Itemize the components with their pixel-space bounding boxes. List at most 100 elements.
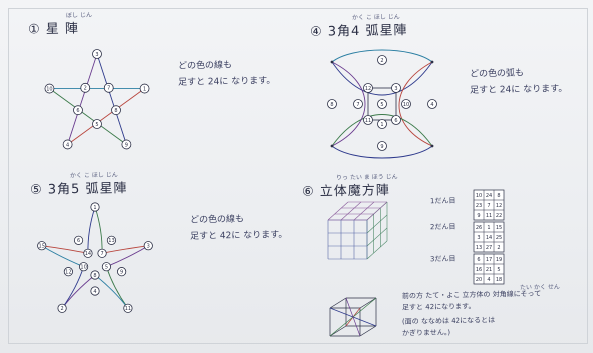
layer-2-cell-3-1: 13: [476, 245, 482, 251]
layer-2-label: 2だん目: [429, 222, 456, 232]
cube-top-d-3: [366, 201, 388, 221]
star-outer-node-4-label: 4: [66, 142, 69, 148]
arc-star-core-3: [90, 270, 100, 280]
section-1-heading: ① 星 陣: [28, 18, 79, 38]
cube-edge-2: [359, 297, 377, 309]
curved-corner-1: [330, 60, 334, 64]
curved-node-4-label: 7: [356, 102, 359, 108]
section-5-ruby: かく こ ほし じん: [69, 171, 118, 180]
cube-diagonal-4: [345, 297, 361, 337]
curved-node-1: [377, 55, 387, 65]
arc-star-tip-3: [123, 303, 133, 313]
star-inner-node-2-label: 8: [114, 108, 117, 114]
section-1-marker: ①: [27, 22, 41, 38]
layer-1-cell-1-1: 10: [476, 193, 482, 199]
curved-node-9-label: 9: [380, 144, 383, 150]
curved-corner-2: [430, 60, 434, 64]
layer-1-cell-3-2: 11: [486, 213, 492, 219]
curved-node-12-label: 1: [380, 122, 383, 128]
curved-node-2-label: 12: [365, 86, 371, 92]
arc-star-core-5-label: 14: [85, 251, 91, 257]
section-6-note-line-4: かぎりません。): [401, 328, 451, 338]
layer-1-label: 1だん目: [429, 196, 456, 206]
curved-node-10-label: 8: [330, 102, 333, 108]
star-outer-node-1: [92, 49, 102, 59]
star-inner-node-1-label: 7: [107, 86, 110, 92]
arc-star-mid-4-label: 12: [65, 269, 71, 275]
arc-star-tip-4-label: 2: [60, 306, 63, 312]
layer-2-cell-1-2: 1: [487, 225, 490, 231]
arc-star-core-2: [101, 262, 112, 272]
section-6-marker: ⑥: [301, 184, 315, 200]
layer-3-cell-3-2: 4: [487, 277, 490, 283]
curved-node-5-label: 5: [380, 102, 383, 108]
arc-star-tip-3-label: 11: [125, 306, 131, 312]
arc-star-core-4: [78, 262, 89, 272]
arc-star-core-5: [83, 248, 93, 258]
layer-3-cell-3-3: 18: [496, 277, 502, 283]
section-1-note-line-2: 足すと 24に なります。: [177, 76, 276, 88]
cube-top-d-0: [327, 201, 349, 221]
star-outer-node-2-label: 1: [143, 86, 146, 92]
section-5-heading: ⑤ 3角5 弧星陣: [30, 177, 128, 198]
curved-node-9: [377, 141, 387, 151]
curved-node-3: [391, 83, 401, 93]
cube-side-d-3: [366, 240, 388, 260]
curved-node-8: [391, 115, 401, 125]
curved-node-6-label: 10: [403, 102, 409, 108]
curved-node-3-label: 3: [394, 86, 397, 92]
layer-3-cell-1-2: 17: [486, 257, 492, 263]
curved-corner-4: [330, 144, 334, 148]
section-4-heading: ④ 3角4 弧星陣: [310, 19, 408, 40]
star-inner-node-3: [92, 119, 102, 129]
section-1-title: 星 陣: [45, 21, 80, 38]
layer-2-cell-2-1: 3: [477, 235, 480, 241]
section-4-marker: ④: [309, 24, 323, 40]
arc-star-tip-1-label: 1: [93, 205, 96, 211]
curved-node-8-label: 6: [394, 118, 397, 124]
curved-arc-6: [331, 145, 433, 159]
layer-1-cell-1-2: 24: [486, 193, 492, 199]
star-inner-node-4-label: 6: [76, 108, 79, 114]
curved-node-12: [377, 119, 387, 129]
arc-star-tip-1: [90, 202, 100, 212]
arc-star-left-1: [87, 206, 96, 254]
curved-arc-3: [331, 114, 433, 147]
curved-node-11-label: 4: [430, 102, 433, 108]
arc-star-mid-1: [106, 235, 117, 245]
cube-top-d-1: [340, 201, 362, 221]
arc-star-mid-2: [117, 267, 127, 277]
star-inner-node-4: [73, 105, 83, 116]
star-inner-node-3-label: 5: [95, 122, 98, 128]
arc-star-tip-2-label: 3: [147, 243, 150, 249]
curved-node-7: [363, 115, 373, 125]
star-outer-node-1-label: 3: [95, 52, 98, 58]
star-outer-node-3-label: 9: [125, 142, 128, 148]
layer-1-cell-2-1: 23: [476, 203, 482, 209]
worksheet-border: [8, 8, 588, 344]
cube-side-d-1: [366, 214, 388, 234]
star-outer-node-5-label: 10: [46, 86, 52, 92]
arc-star-mid-3-label: 4: [93, 289, 96, 295]
curved-node-4: [353, 99, 363, 109]
star-inner-node-1: [103, 82, 114, 93]
curved-node-1-label: 2: [380, 58, 383, 64]
curved-node-2: [363, 83, 373, 93]
star-line-2: [67, 88, 145, 145]
section-5-title: 3角5 弧星陣: [47, 181, 128, 198]
section-1-ruby: ぼし じん: [65, 11, 92, 20]
star-inner-node-5: [80, 82, 91, 93]
curved-corner-3: [430, 144, 434, 148]
layer-2-cell-1-1: 26: [476, 225, 482, 231]
section-6-note-line-3: (面の ななめは 42になるとは: [401, 316, 496, 326]
curved-node-10: [327, 99, 337, 109]
layer-2-cell-1-3: 15: [496, 225, 502, 231]
section-4-title: 3角4 弧星陣: [327, 23, 408, 40]
section-5-marker: ⑤: [29, 182, 43, 198]
layer-3-label: 3だん目: [429, 254, 456, 264]
arc-star-mid-4: [63, 267, 73, 277]
layer-2-cell-2-2: 14: [486, 235, 492, 241]
layer-3-cell-2-2: 21: [486, 267, 492, 273]
cube-top-d-2: [353, 201, 375, 221]
